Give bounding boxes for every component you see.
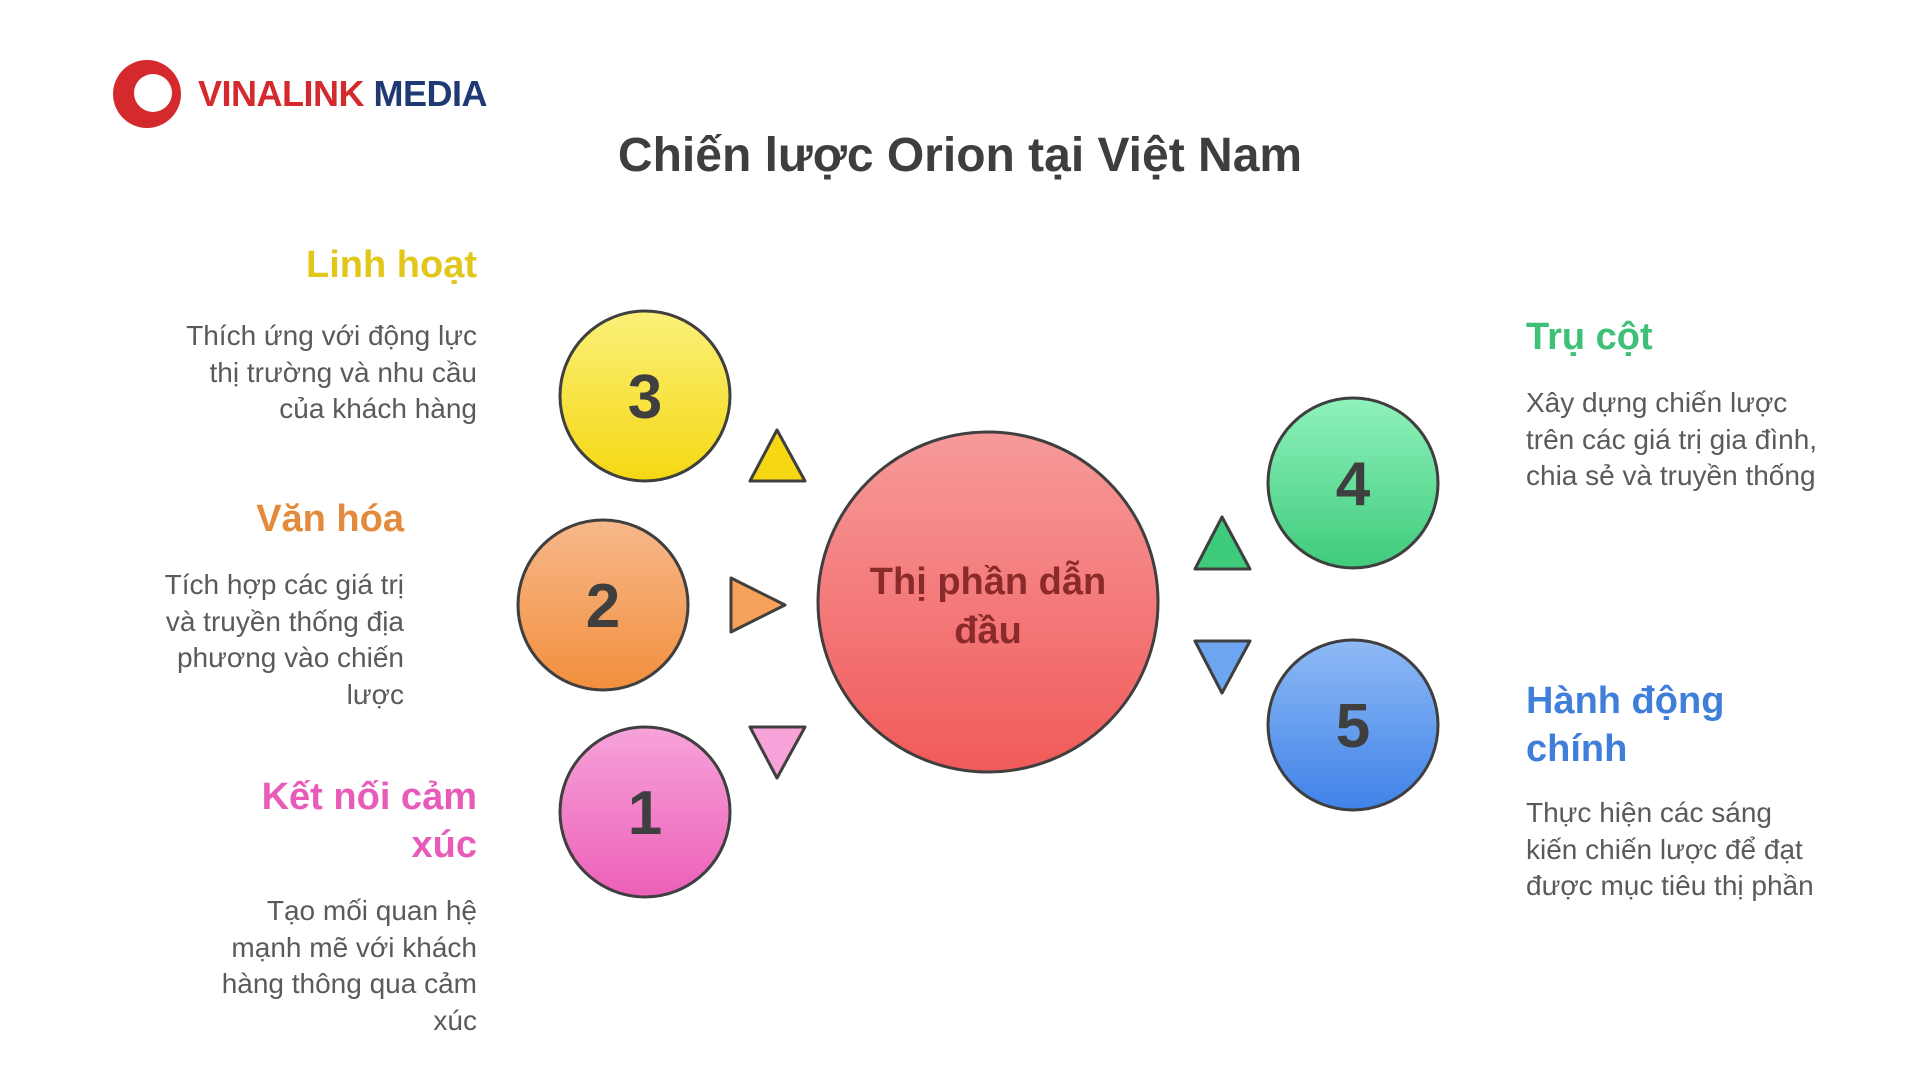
node-2-number: 2: [586, 572, 620, 641]
node-5-label-line1: Hành động: [1526, 680, 1725, 722]
node-2-description: Tích hợp các giá trị và truyền thống địa…: [164, 569, 404, 710]
logo-icon: [113, 60, 181, 128]
logo: VINALINK MEDIA: [108, 55, 528, 135]
node-1-number: 1: [628, 779, 662, 848]
node-1-label-line1: Kết nối cảm: [261, 776, 477, 818]
node-3-number: 3: [628, 363, 662, 432]
node-1-circle: [558, 725, 732, 899]
node-4-triangle: [1193, 515, 1252, 571]
node-4-number: 4: [1336, 450, 1371, 519]
node-4-circle: [1266, 396, 1440, 570]
node-5-label-line2: chính: [1526, 728, 1628, 770]
node-1-label-line2: xúc: [411, 824, 477, 866]
node-1-description: Tạo mối quan hệ mạnh mẽ với khách hàng t…: [221, 895, 477, 1036]
node-5-description: Thực hiện các sáng kiến chiến lược để đạ…: [1526, 797, 1814, 901]
node-2-circle: [516, 518, 690, 692]
logo-media: MEDIA: [373, 73, 488, 114]
node-2-label: Văn hóa: [256, 498, 404, 540]
logo-text: VINALINK MEDIA: [198, 73, 488, 115]
node-1-label: Kết nối cảm xúc: [200, 773, 477, 869]
node-4-label: Trụ cột: [1526, 316, 1653, 358]
node-1-triangle: [748, 725, 807, 780]
diagram-title: Chiến lược Orion tại Việt Nam: [617, 129, 1303, 182]
node-5-circle: [1266, 638, 1440, 812]
center-text-line2: đầu: [954, 610, 1022, 652]
node-5-label: Hành động chính: [1526, 677, 1866, 773]
node-3-description: Thích ứng với động lực thị trường và nhu…: [186, 320, 477, 424]
node-4-description: Xây dựng chiến lược trên các giá trị gia…: [1526, 387, 1818, 491]
node-5-number: 5: [1336, 692, 1370, 761]
center-text-line1: Thị phần dẫn: [870, 559, 1106, 603]
node-2-triangle: [729, 576, 787, 634]
node-3-triangle: [748, 428, 807, 483]
node-5-triangle: [1193, 639, 1252, 695]
logo-brand: VINALINK: [198, 73, 365, 114]
node-3-circle: [558, 309, 732, 483]
node-3-label: Linh hoạt: [306, 244, 477, 286]
center-circle: [816, 430, 1160, 774]
